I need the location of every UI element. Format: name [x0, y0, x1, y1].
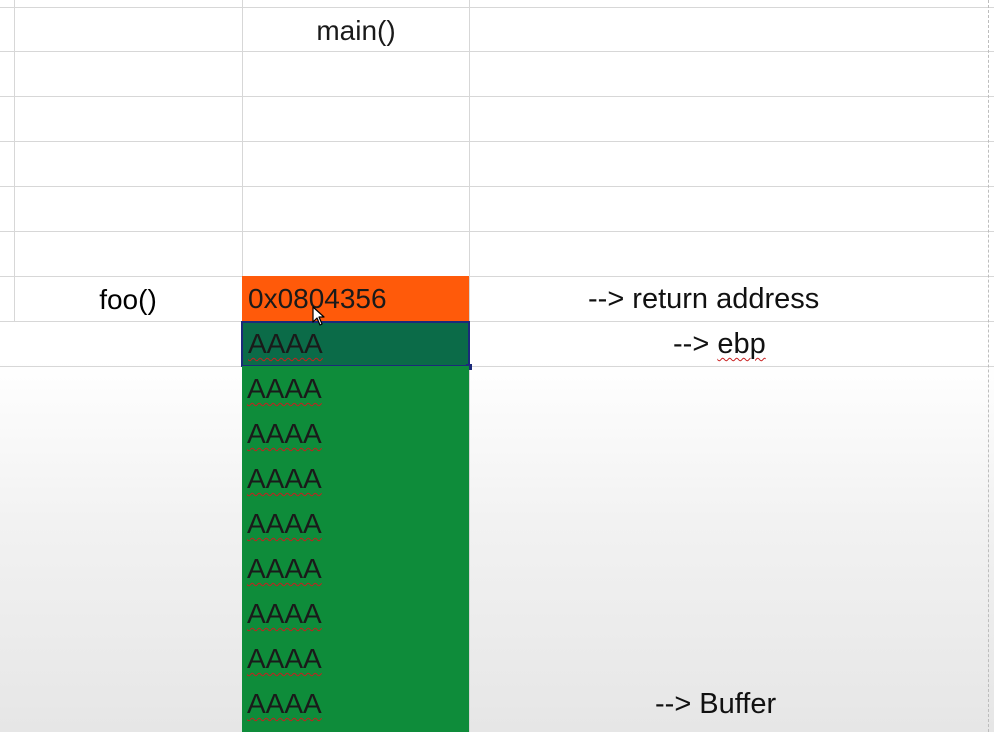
- buffer-cell-value: AAAA: [247, 373, 322, 404]
- ebp-cell-value: AAAA: [248, 328, 323, 359]
- gridline: [0, 7, 994, 8]
- buffer-cell-value: AAAA: [247, 508, 322, 539]
- gridline: [0, 366, 994, 367]
- buffer-cell[interactable]: AAAA: [242, 546, 469, 592]
- return-address-annotation[interactable]: --> return address: [588, 283, 820, 315]
- buffer-cell-value: AAAA: [247, 463, 322, 494]
- buffer-cell[interactable]: AAAA: [242, 501, 469, 547]
- gridline: [0, 276, 994, 277]
- ebp-annotation-arrow: -->: [673, 328, 718, 360]
- foo-function-label[interactable]: foo(): [99, 284, 157, 315]
- ebp-cell[interactable]: AAAA: [241, 321, 470, 367]
- return-address-cell[interactable]: 0x0804356: [242, 276, 469, 322]
- gridline: [0, 51, 994, 52]
- gridline: [0, 96, 994, 97]
- gridline: [14, 0, 15, 322]
- gridline: [0, 141, 994, 142]
- buffer-cell-value: AAAA: [247, 643, 322, 674]
- ebp-annotation-text: ebp: [717, 328, 766, 360]
- buffer-cell-value: AAAA: [247, 418, 322, 449]
- gridline: [988, 0, 990, 732]
- buffer-cell[interactable]: AAAA: [242, 456, 469, 502]
- ebp-annotation[interactable]: --> ebp: [673, 321, 766, 367]
- gridline: [0, 231, 994, 232]
- selection-fill-handle[interactable]: [466, 364, 472, 370]
- mouse-pointer-icon: [312, 306, 325, 326]
- buffer-cell[interactable]: AAAA: [242, 411, 469, 457]
- buffer-cell[interactable]: AAAA: [242, 591, 469, 637]
- buffer-annotation[interactable]: --> Buffer: [655, 688, 777, 720]
- buffer-cell[interactable]: AAAA: [242, 681, 469, 732]
- buffer-cell-value: AAAA: [247, 553, 322, 584]
- buffer-cell[interactable]: AAAA: [242, 636, 469, 682]
- buffer-cell[interactable]: AAAA: [242, 366, 469, 412]
- buffer-cell-value: AAAA: [247, 598, 322, 629]
- main-function-label[interactable]: main(): [316, 15, 396, 46]
- gridline: [0, 186, 994, 187]
- gridline: [0, 321, 994, 322]
- buffer-cell-value: AAAA: [247, 688, 322, 719]
